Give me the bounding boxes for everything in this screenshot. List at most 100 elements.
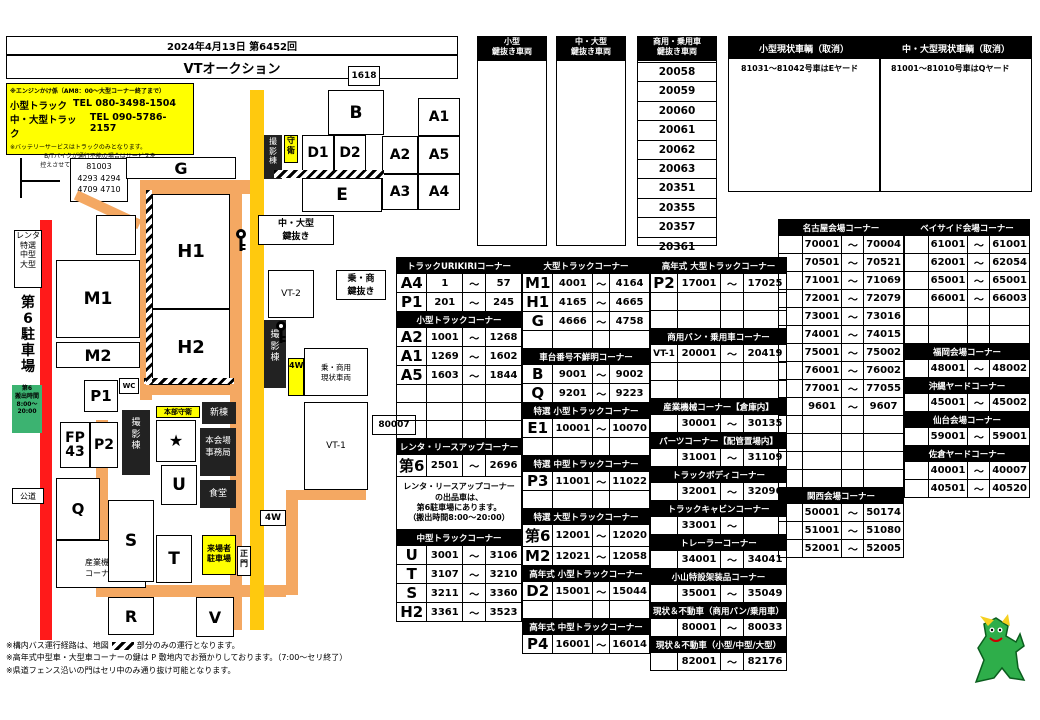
cell-to: 35049: [743, 584, 788, 603]
table-row: トラックボディコーナー: [649, 466, 788, 483]
table-row: [521, 490, 650, 509]
commercial-key-item: 20357: [638, 217, 716, 236]
photo-building-2: 撮 影 棟: [264, 135, 282, 179]
cell-tilde: [841, 433, 865, 452]
cell-code: T: [395, 564, 428, 584]
cell-code: VT-1: [650, 344, 678, 363]
cell-tilde: 〜: [592, 273, 611, 293]
cell-tilde: 〜: [841, 271, 865, 290]
cell-from: 52001: [801, 539, 843, 558]
cell-code: [521, 437, 554, 456]
cell-code: [778, 469, 803, 488]
table-row: 商用バン・乗用車コーナー: [649, 328, 788, 345]
cell-tilde: 〜: [462, 346, 487, 366]
four-w-c: 4W: [260, 510, 286, 526]
cell-from: 10001: [552, 418, 594, 438]
cell-from: [676, 310, 722, 329]
cell-to: 1602: [485, 346, 522, 366]
cell-from: 11001: [552, 471, 594, 491]
table-row: 高年式 大型トラックコーナー: [649, 257, 788, 274]
commercial-key-item: 20063: [638, 158, 716, 178]
cell-to: 3106: [485, 545, 522, 565]
cell-tilde: 〜: [967, 393, 991, 412]
cell-tilde: 〜: [720, 482, 745, 501]
cell-code: A2: [395, 327, 428, 347]
table-row: 82001〜82176: [650, 652, 788, 671]
cell-from: 1269: [426, 346, 464, 366]
entry-lines: [20, 158, 22, 198]
cell-code: [904, 427, 929, 446]
cell-code: [778, 307, 803, 326]
cell-from: [676, 292, 722, 311]
cell-to: 11022: [609, 471, 650, 491]
cell-to: [863, 469, 904, 488]
section-header: 特選 大型トラックコーナー: [522, 508, 650, 525]
cell-from: 51001: [801, 521, 843, 540]
cell-to: 70004: [863, 235, 904, 254]
cell-to: 50174: [863, 503, 904, 522]
table-row: 72001〜72079: [778, 289, 904, 308]
table-row: 59001〜59001: [904, 427, 1030, 446]
cell-tilde: 〜: [720, 273, 745, 293]
commercial-key-item: 20061: [638, 120, 716, 139]
cell-code: [521, 330, 554, 349]
cell-from: 62001: [927, 253, 969, 272]
zone-g: G: [126, 157, 236, 179]
lot-num-3: 4709 4710: [77, 185, 121, 195]
cell-tilde: [592, 490, 611, 509]
section-header: 小山特設架装品コーナー: [649, 568, 788, 585]
cell-code: [395, 384, 428, 403]
cell-from: 30001: [676, 414, 722, 433]
cell-tilde: 〜: [967, 461, 991, 480]
cell-from: [552, 330, 594, 349]
cell-from: 34001: [676, 550, 722, 569]
table-row: レンタ・リースアップコーナー: [396, 438, 522, 455]
cell-code: [904, 235, 929, 254]
large-truck-label: 中・大型トラック: [10, 115, 77, 140]
cell-from: 50001: [801, 503, 843, 522]
cell-code: [650, 310, 678, 329]
fp-label: FP: [65, 430, 85, 446]
cell-to: 48002: [989, 359, 1030, 378]
small-truck-label: 小型トラック: [10, 101, 68, 112]
cell-code: [395, 420, 428, 439]
table-row: 61001〜61001: [904, 235, 1030, 254]
cell-tilde: 〜: [967, 427, 991, 446]
table-row: [395, 402, 522, 421]
cell-code: [778, 379, 803, 398]
key-bus-label: 乗・商 鍵抜き: [336, 270, 386, 300]
cell-code: [778, 451, 803, 470]
zone-d2: D2: [334, 135, 366, 171]
cell-tilde: 〜: [592, 364, 611, 384]
cell-from: 31001: [676, 448, 722, 467]
zone-s: S: [108, 500, 154, 582]
section-header: 産業機械コーナー【倉庫内】: [649, 398, 788, 415]
table-row: [650, 310, 788, 329]
cell-tilde: 〜: [841, 343, 865, 362]
table-row: [778, 469, 904, 488]
zone-t: T: [156, 535, 192, 583]
zone-b: B: [328, 90, 384, 135]
table-row: 75001〜75002: [778, 343, 904, 362]
commercial-keys-title: 商用・乗用車 鍵抜き車両: [638, 37, 716, 61]
cell-to: [609, 600, 650, 619]
zone-u: U: [161, 465, 197, 505]
cell-tilde: 〜: [841, 397, 865, 416]
cell-to: 66003: [989, 289, 1030, 308]
cell-tilde: [592, 330, 611, 349]
cell-from: 45001: [927, 393, 969, 412]
section-header: 高年式 小型トラックコーナー: [522, 565, 650, 582]
cell-code: H2: [395, 602, 428, 622]
cell-to: 77055: [863, 379, 904, 398]
cell-code: D2: [521, 581, 554, 601]
mid-status-text: 81001〜81010号車はQヤード: [891, 64, 1010, 73]
cell-from: [927, 325, 969, 344]
cell-code: [904, 359, 929, 378]
table-row: 50001〜50174: [778, 503, 904, 522]
